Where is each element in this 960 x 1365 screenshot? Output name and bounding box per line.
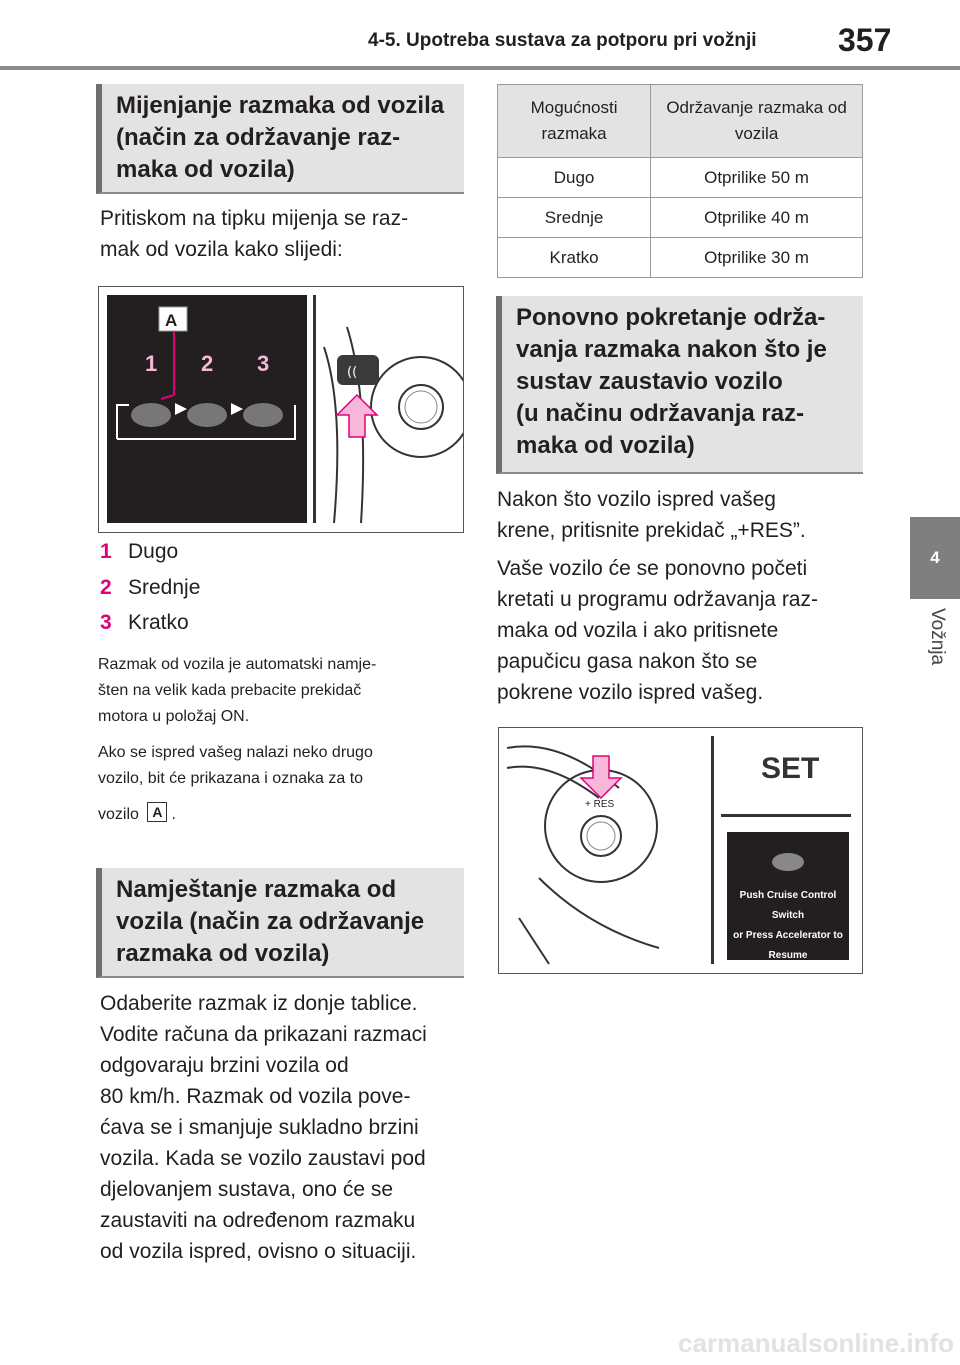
text-line: vozilo, bit će prikazana i oznaka za to [98,770,364,787]
text-line: ćava se i smanjuje sukladno brzini [100,1116,419,1139]
list-item: 3 Kratko [100,611,189,635]
heading-line: vanja razmaka nakon što je [516,336,827,363]
text-line: pokrene vozilo ispred vašeg. [497,681,764,704]
item-label: Srednje [128,576,201,599]
section-heading-set-distance: Namještanje razmaka od vozila (način za … [96,868,464,978]
note-paragraph: Razmak od vozila je automatski namje- št… [98,652,376,730]
text-line: vozilo A. [98,802,373,828]
item-label: Dugo [128,540,179,563]
text-line: Vaše vozilo će se ponovno početi [497,557,808,580]
table-header: Mogućnosti razmaka [496,84,652,158]
heading-line: (u načinu održavanja raz- [516,400,805,427]
message-line: or Press Accelerator to [733,930,843,941]
res-switch-illustration [506,736,851,965]
heading-line: Namještanje razmaka od [116,876,397,903]
text-line: mak od vozila kako slijedi: [100,238,343,261]
text-line: Nakon što vozilo ispred vašeg [497,488,776,511]
res-switch-figure: + RES SET Push Cruise Control Switch or … [498,727,863,974]
chapter-label: Vožnja [927,608,948,666]
heading-line: Mijenjanje razmaka od vozila [116,92,445,119]
text-line: papučicu gasa nakon što se [497,650,758,673]
message-line: Push Cruise Control Switch [739,890,837,921]
item-label: Kratko [128,611,189,634]
text-line: zaustaviti na određenom razmaku [100,1209,416,1232]
text-line: Vodite računa da prikazani razmaci [100,1023,427,1046]
text-line: 80 km/h. Razmak od vozila pove- [100,1085,411,1108]
fig-num-2: 2 [201,351,214,376]
heading-line: sustav zaustavio vozilo [516,368,783,395]
label-A-box: A [147,802,168,822]
table-header: Održavanje razmaka od vozila [650,84,863,158]
table-cell: Otprilike 40 m [650,197,863,238]
text-line: krene, pritisnite prekidač „+RES”. [497,519,806,542]
item-number: 2 [100,576,112,599]
label-A: A [165,311,178,330]
res-button-label: + RES [585,799,615,810]
text-fragment: . [171,806,176,823]
body-paragraph: Odaberite razmak iz donje tablice. Vodit… [100,988,427,1267]
distance-table: Mogućnosti razmaka Održavanje razmaka od… [496,84,863,278]
heading-line: vozila (način za održavanje [116,908,425,935]
text-line: šten na velik kada prebacite prekidač [98,682,362,699]
heading-line: (način za održavanje raz- [116,124,401,151]
section-heading-change-distance: Mijenjanje razmaka od vozila (način za o… [96,84,464,194]
table-cell: Otprilike 50 m [650,157,863,198]
distance-switch-illustration: (( [107,295,463,524]
table-cell: Dugo [496,157,652,198]
svg-text:((: (( [347,365,357,380]
text-line: Odaberite razmak iz donje tablice. [100,992,418,1015]
table-cell: Otprilike 30 m [650,237,863,278]
text-line: motora u položaj ON. [98,708,250,725]
text-fragment: vozilo [98,806,139,823]
note-paragraph: Ako se ispred vašeg nalazi neko drugo vo… [98,740,373,828]
heading-line: razmaka od vozila) [116,940,330,967]
table-cell: Srednje [496,197,652,238]
table-header-row: Mogućnosti razmaka Održavanje razmaka od… [496,84,863,158]
text-line: Razmak od vozila je automatski namje- [98,656,377,673]
table-cell: Kratko [496,237,652,278]
fig-num-3: 3 [257,351,270,376]
section-title: 4-5. Upotreba sustava za potporu pri vož… [368,30,757,51]
section-heading-restart: Ponovno pokretanje održa- vanja razmaka … [496,296,863,474]
intro-paragraph: Pritiskom na tipku mijenja se raz- mak o… [100,203,408,265]
text-line: kretati u programu održavanja raz- [497,588,818,611]
text-line: odgovaraju brzini vozila od [100,1054,349,1077]
table-row: Kratko Otprilike 30 m [496,237,863,278]
text-line: maka od vozila i ako pritisnete [497,619,779,642]
heading-line: maka od vozila) [116,156,295,183]
list-item: 2 Srednje [100,576,200,600]
message-line: Resume [768,950,808,961]
watermark: carmanualsonline.info [678,1328,954,1358]
text-line: vozila. Kada se vozilo zaustavi pod [100,1147,426,1170]
text-line: djelovanjem sustava, ono će se [100,1178,394,1201]
heading-line: maka od vozila) [516,432,695,459]
item-number: 1 [100,540,112,563]
heading-line: Ponovno pokretanje održa- [516,304,826,331]
table-row: Srednje Otprilike 40 m [496,197,863,238]
display-message: Push Cruise Control Switch or Press Acce… [727,886,849,966]
chapter-tab: 4 [910,517,960,599]
body-paragraph: Vaše vozilo će se ponovno početi kretati… [497,553,818,708]
list-item: 1 Dugo [100,540,178,564]
text-line: Ako se ispred vašeg nalazi neko drugo [98,744,373,761]
fig-num-1: 1 [145,351,158,376]
table-row: Dugo Otprilike 50 m [496,157,863,198]
display-title: SET [761,752,820,785]
text-line: od vozila ispred, ovisno o situaciji. [100,1240,417,1263]
body-paragraph: Nakon što vozilo ispred vašeg krene, pri… [497,484,806,546]
text-line: Pritiskom na tipku mijenja se raz- [100,207,409,230]
page-number: 357 [838,22,892,58]
distance-switch-figure: (( A 1 2 3 [98,286,464,533]
header-divider [0,66,960,70]
item-number: 3 [100,611,112,634]
